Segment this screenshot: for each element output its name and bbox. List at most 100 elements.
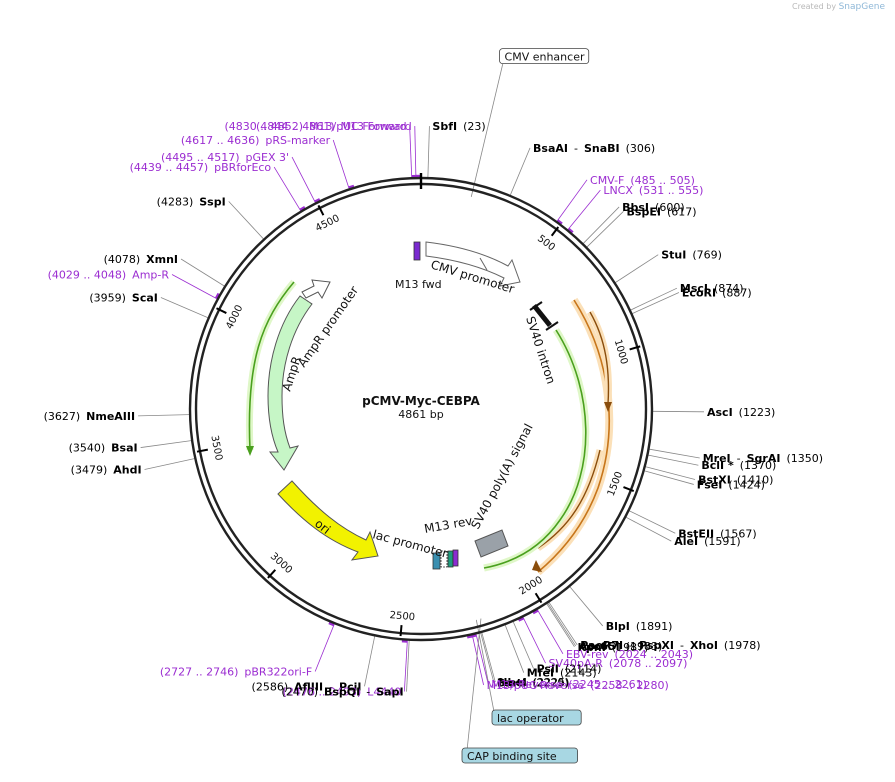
primer-site-mark	[214, 292, 220, 299]
label-part: BstEII	[678, 527, 714, 540]
enzyme-label[interactable]: MreI-SgrAI(1350)	[703, 452, 823, 465]
enzyme-label[interactable]: NheI(2225)	[498, 676, 569, 689]
label-part: (2229)	[532, 676, 569, 689]
label-part: SnaBI	[584, 142, 620, 155]
primer-label[interactable]: (4439 .. 4457)pBRforEco	[130, 161, 272, 174]
enzyme-label[interactable]: KpnI(1987)	[577, 641, 648, 654]
label-part: (2586)	[252, 680, 289, 693]
enzyme-label[interactable]: BstEII (1567)	[678, 527, 756, 540]
label-part: BsaI	[111, 442, 137, 455]
label-part: (1567)	[720, 527, 757, 540]
enzyme-label[interactable]: BbsI(600)	[622, 201, 685, 214]
enzyme-label[interactable]: Acc65I(1983)	[579, 640, 663, 653]
primer-site-mark	[314, 198, 321, 203]
ori-arrow[interactable]	[277, 480, 379, 561]
enzyme-label[interactable]: BstXI(1410)	[698, 473, 773, 486]
sv40-polya-box[interactable]	[474, 529, 509, 558]
enzyme-label[interactable]: AleI(1591)	[674, 535, 740, 548]
cap-site-box[interactable]	[447, 550, 454, 568]
enzyme-label[interactable]: EcoRI(887)	[682, 286, 752, 299]
enzyme-label[interactable]: StuI(769)	[661, 249, 722, 262]
enzyme-label[interactable]: (3959)ScaI	[89, 292, 158, 305]
primer-label[interactable]: (4844 .. 4861)M13 Forward	[256, 120, 412, 133]
label-part: Amp-R	[132, 268, 169, 281]
ruler-tick	[216, 307, 227, 314]
ruler-label: 1500	[606, 470, 625, 498]
label-part: (531 .. 555)	[639, 184, 704, 197]
primer-label[interactable]: M13 Reverse(2245 .. 2261)	[491, 678, 647, 691]
enzyme-label[interactable]: FseI(1424)	[697, 478, 765, 491]
primer-site-mark	[567, 227, 574, 234]
primer-label[interactable]: CMV-F(485 .. 505)	[590, 174, 695, 187]
enzyme-label[interactable]: BsaAI-SnaBI(306)	[533, 142, 655, 155]
primer-label[interactable]: EBV-rev(2024 .. 2043)	[566, 648, 693, 661]
enzyme-label[interactable]: MscI(874)	[680, 282, 744, 295]
enzyme-label[interactable]: (3479)AhdI	[71, 464, 142, 477]
m13-rev-marker[interactable]	[452, 549, 459, 567]
label-part: (3627)	[44, 410, 81, 423]
primer-label[interactable]: (4617 .. 4636) pRS-marker	[181, 134, 331, 147]
leader-line	[648, 454, 699, 466]
ruler-tick	[399, 625, 403, 637]
primer-site-mark	[556, 219, 563, 225]
enzyme-label[interactable]: (2586)AflIII-PciI	[252, 680, 362, 693]
sv40-intron-block[interactable]	[532, 304, 552, 327]
primer-label[interactable]: (4830 .. 4852)M13/pUC Forward	[224, 120, 406, 133]
label-part: BlpI	[606, 620, 630, 633]
primer-label[interactable]: M13/pUC Reverse(2258 .. 2280)	[487, 679, 669, 692]
leader-line	[632, 292, 680, 314]
enzyme-label[interactable]: SbfI(23)	[432, 120, 485, 133]
enzyme-label[interactable]: (3540)BsaI	[69, 442, 138, 455]
leader-line	[510, 147, 531, 196]
label-leader-lines	[138, 60, 704, 761]
enzyme-label[interactable]: MfeI(2143)	[527, 667, 597, 680]
enzyme-label[interactable]: (2470)BspQI-SapI	[281, 686, 403, 699]
primer-site-mark	[466, 635, 473, 639]
leader-line	[228, 201, 264, 240]
label-part: BstXI	[698, 473, 731, 486]
label-part: (2470)	[281, 686, 318, 699]
primer-label[interactable]: (4029 .. 4048)Amp-R	[48, 268, 170, 281]
enzyme-label[interactable]: BspEI(617)	[627, 205, 697, 218]
primer-label[interactable]: SV40pA-R(2078 .. 2097)	[549, 657, 688, 670]
feature-track	[245, 241, 614, 576]
ampr-promoter-arrow[interactable]	[301, 279, 331, 299]
label-part: (1223)	[739, 406, 776, 419]
label-part: AflIII	[294, 680, 323, 693]
label-part: FseI	[697, 478, 723, 491]
enzyme-label[interactable]: AscI(1223)	[707, 406, 775, 419]
primer-label[interactable]: (2476 .. 2493)L4440	[283, 686, 402, 699]
enzyme-label[interactable]: BlpI(1891)	[606, 620, 673, 633]
enzyme-label[interactable]: PaeR7I-PspXI-XhoI(1978)	[580, 639, 760, 652]
label-part: NmeAIII	[86, 410, 135, 423]
enzyme-label[interactable]: (3627) NmeAIII	[44, 410, 136, 423]
feature-label-m13-fwd: M13 fwd	[395, 278, 442, 291]
enzyme-label[interactable]: (4283)SspI	[157, 195, 226, 208]
ampr-arrow[interactable]	[267, 295, 313, 471]
label-part: (4617 .. 4636)	[181, 134, 260, 147]
primer-label[interactable]: (4495 .. 4517)pGEX 3'	[161, 151, 289, 164]
lac-promoter-box[interactable]	[432, 552, 441, 570]
boxed-feature-label[interactable]: lac operator	[491, 709, 582, 726]
boxed-feature-label[interactable]: CAP binding site	[461, 747, 578, 764]
boxed-feature-label[interactable]: CMV enhancer	[499, 48, 590, 65]
primer-label[interactable]: (2727 .. 2746)pBR322ori-F	[160, 665, 312, 678]
primer-label[interactable]: LNCX(531 .. 555)	[603, 184, 703, 197]
leader-line	[583, 206, 620, 244]
leader-line	[160, 297, 208, 318]
lac-operator-box[interactable]	[440, 550, 448, 568]
label-part: pRS-marker	[265, 134, 330, 147]
enzyme-label[interactable]: BclI *(1370)	[701, 459, 776, 472]
ruler-tick	[534, 592, 543, 604]
enzyme-label[interactable]: BmtI(2229)	[497, 676, 569, 689]
feature-label-m13-rev: M13 rev	[423, 514, 473, 536]
leader-line	[537, 609, 564, 655]
cmv-promoter-arrow[interactable]	[425, 241, 521, 287]
m13-fwd-marker[interactable]	[413, 241, 421, 261]
leader-line	[481, 632, 496, 683]
label-part: MscI	[680, 282, 708, 295]
enzyme-label[interactable]: (4078)XmnI	[104, 253, 178, 266]
enzyme-label[interactable]: PsiI(2114)	[537, 663, 602, 676]
leader-line	[652, 410, 704, 413]
label-part: BspQI	[324, 686, 360, 699]
